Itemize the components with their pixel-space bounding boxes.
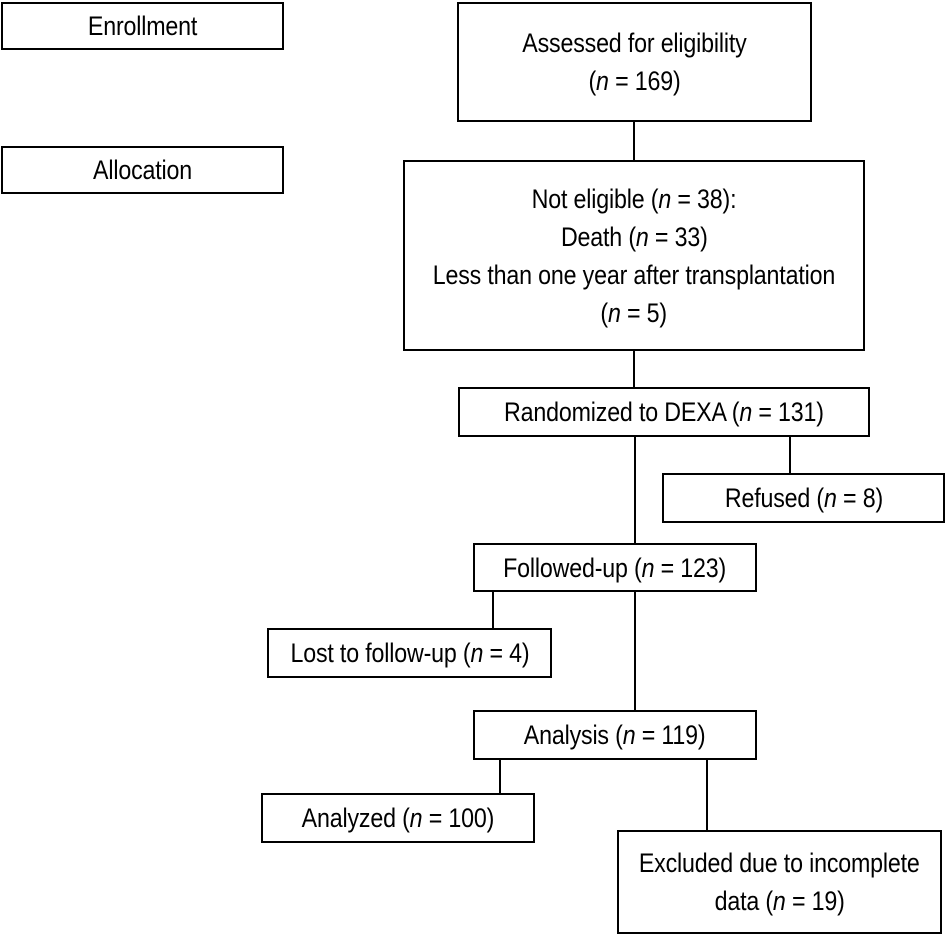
- box-text-line: Less than one year after transplantation: [432, 259, 836, 290]
- box-text-line: Analyzed (n = 100): [301, 803, 495, 833]
- connector-assessed-to-not-eligible: [633, 122, 635, 160]
- flow-box-analyzed: Analyzed (n = 100): [261, 793, 535, 843]
- connector-not-eligible-to-randomized: [633, 351, 635, 387]
- flow-box-refused: Refused (n = 8): [662, 473, 945, 523]
- flow-box-lost-to-follow-up: Lost to follow-up (n = 4): [267, 628, 552, 678]
- flow-box-randomized-to-dexa: Randomized to DEXA (n = 131): [458, 387, 870, 437]
- box-text-line: Refused (n = 8): [724, 483, 883, 513]
- stage-label-text: Enrollment: [87, 11, 198, 41]
- box-text-line: (n = 169): [588, 66, 681, 96]
- box-text-line: Not eligible (n = 38):: [531, 183, 737, 214]
- connector-analysis-to-excluded: [706, 760, 708, 830]
- connector-followed-up-to-lost: [492, 592, 494, 628]
- flow-box-assessed-for-eligibility: Assessed for eligibility (n = 169): [457, 2, 812, 122]
- box-text-line: Followed-up (n = 123): [503, 552, 727, 583]
- flow-box-analysis: Analysis (n = 119): [473, 710, 757, 760]
- box-text-line: Death (n = 33): [560, 221, 708, 252]
- connector-followed-up-to-analysis: [634, 592, 636, 710]
- box-text-line: Randomized to DEXA (n = 131): [504, 397, 824, 427]
- connector-randomized-to-refused: [789, 437, 791, 473]
- connector-analysis-to-analyzed: [499, 760, 501, 793]
- flow-box-excluded-incomplete-data: Excluded due to incomplete data (n = 19): [617, 830, 942, 934]
- box-text-line: (n = 5): [600, 297, 668, 328]
- stage-box-allocation: Allocation: [1, 146, 284, 194]
- box-text-line: Excluded due to incomplete: [639, 848, 920, 878]
- box-text-line: Assessed for eligibility: [522, 28, 747, 58]
- stage-box-enrollment: Enrollment: [1, 2, 284, 50]
- flow-box-followed-up: Followed-up (n = 123): [473, 543, 757, 592]
- box-text-line: Lost to follow-up (n = 4): [289, 638, 529, 668]
- flow-box-not-eligible: Not eligible (n = 38): Death (n = 33) Less…: [403, 160, 865, 351]
- box-text-line: Analysis (n = 119): [524, 720, 706, 750]
- connector-randomized-to-followed-up: [634, 437, 636, 543]
- box-text-line: data (n = 19): [714, 886, 845, 916]
- stage-label-text: Allocation: [93, 155, 192, 185]
